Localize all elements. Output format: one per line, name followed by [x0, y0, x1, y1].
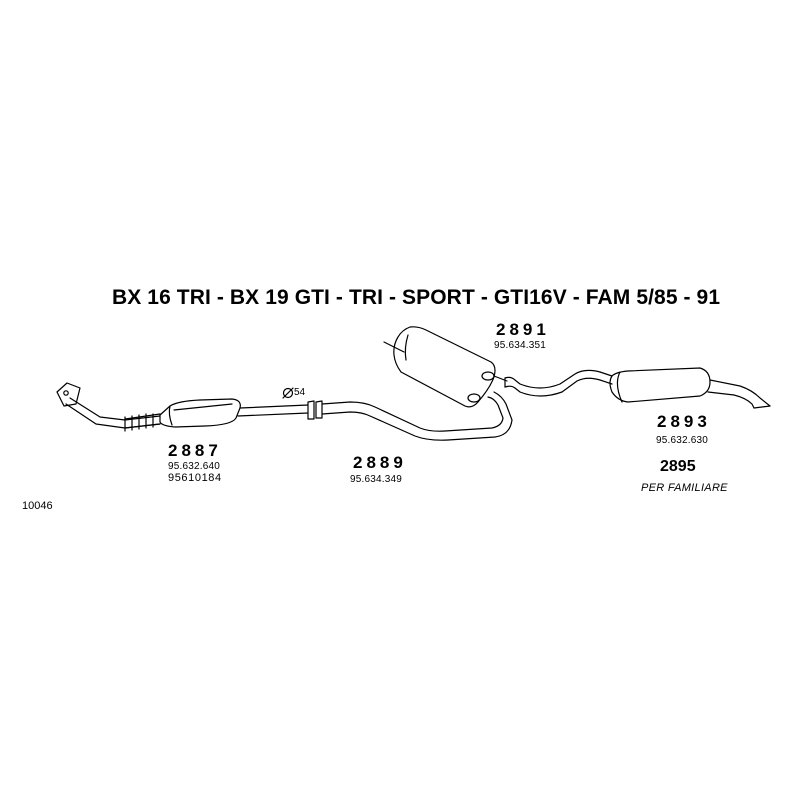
front-pipe-2887	[56, 382, 309, 432]
note-per-familiare: PER FAMILIARE	[641, 482, 728, 494]
ref-number-2893: 95.632.630	[656, 435, 709, 446]
diameter-indicator	[282, 387, 294, 399]
vehicle-models-title: BX 16 TRI - BX 19 GTI - TRI - SPORT - GT…	[112, 286, 721, 309]
ref-number-2889: 95.634.349	[350, 474, 403, 485]
rear-muffler	[609, 367, 711, 403]
pipe-diameter-label: 54	[294, 387, 306, 398]
outlet-tube	[481, 371, 495, 381]
catalog-number: 10046	[22, 500, 53, 512]
ref-number-2887-a: 95.632.640	[168, 461, 221, 472]
ref-number-2887-b: 95610184	[168, 472, 222, 484]
front-muffler	[159, 398, 241, 428]
part-number-2889: 2889	[353, 453, 407, 472]
pipe-clamp	[307, 400, 315, 420]
center-silencer-2891	[383, 326, 508, 408]
front-flange	[56, 382, 81, 407]
part-number-2891: 2891	[496, 320, 550, 339]
ref-number-2891: 95.634.351	[494, 340, 547, 351]
inlet-tube	[467, 393, 481, 403]
part-number-2887: 2887	[168, 441, 222, 460]
middle-pipe-2889	[307, 391, 513, 441]
flex-joint	[124, 413, 154, 432]
part-number-2893: 2893	[657, 412, 711, 431]
rear-silencer-2893	[504, 367, 771, 409]
flange-bolt-hole	[63, 390, 69, 396]
part-number-2895: 2895	[660, 458, 696, 475]
